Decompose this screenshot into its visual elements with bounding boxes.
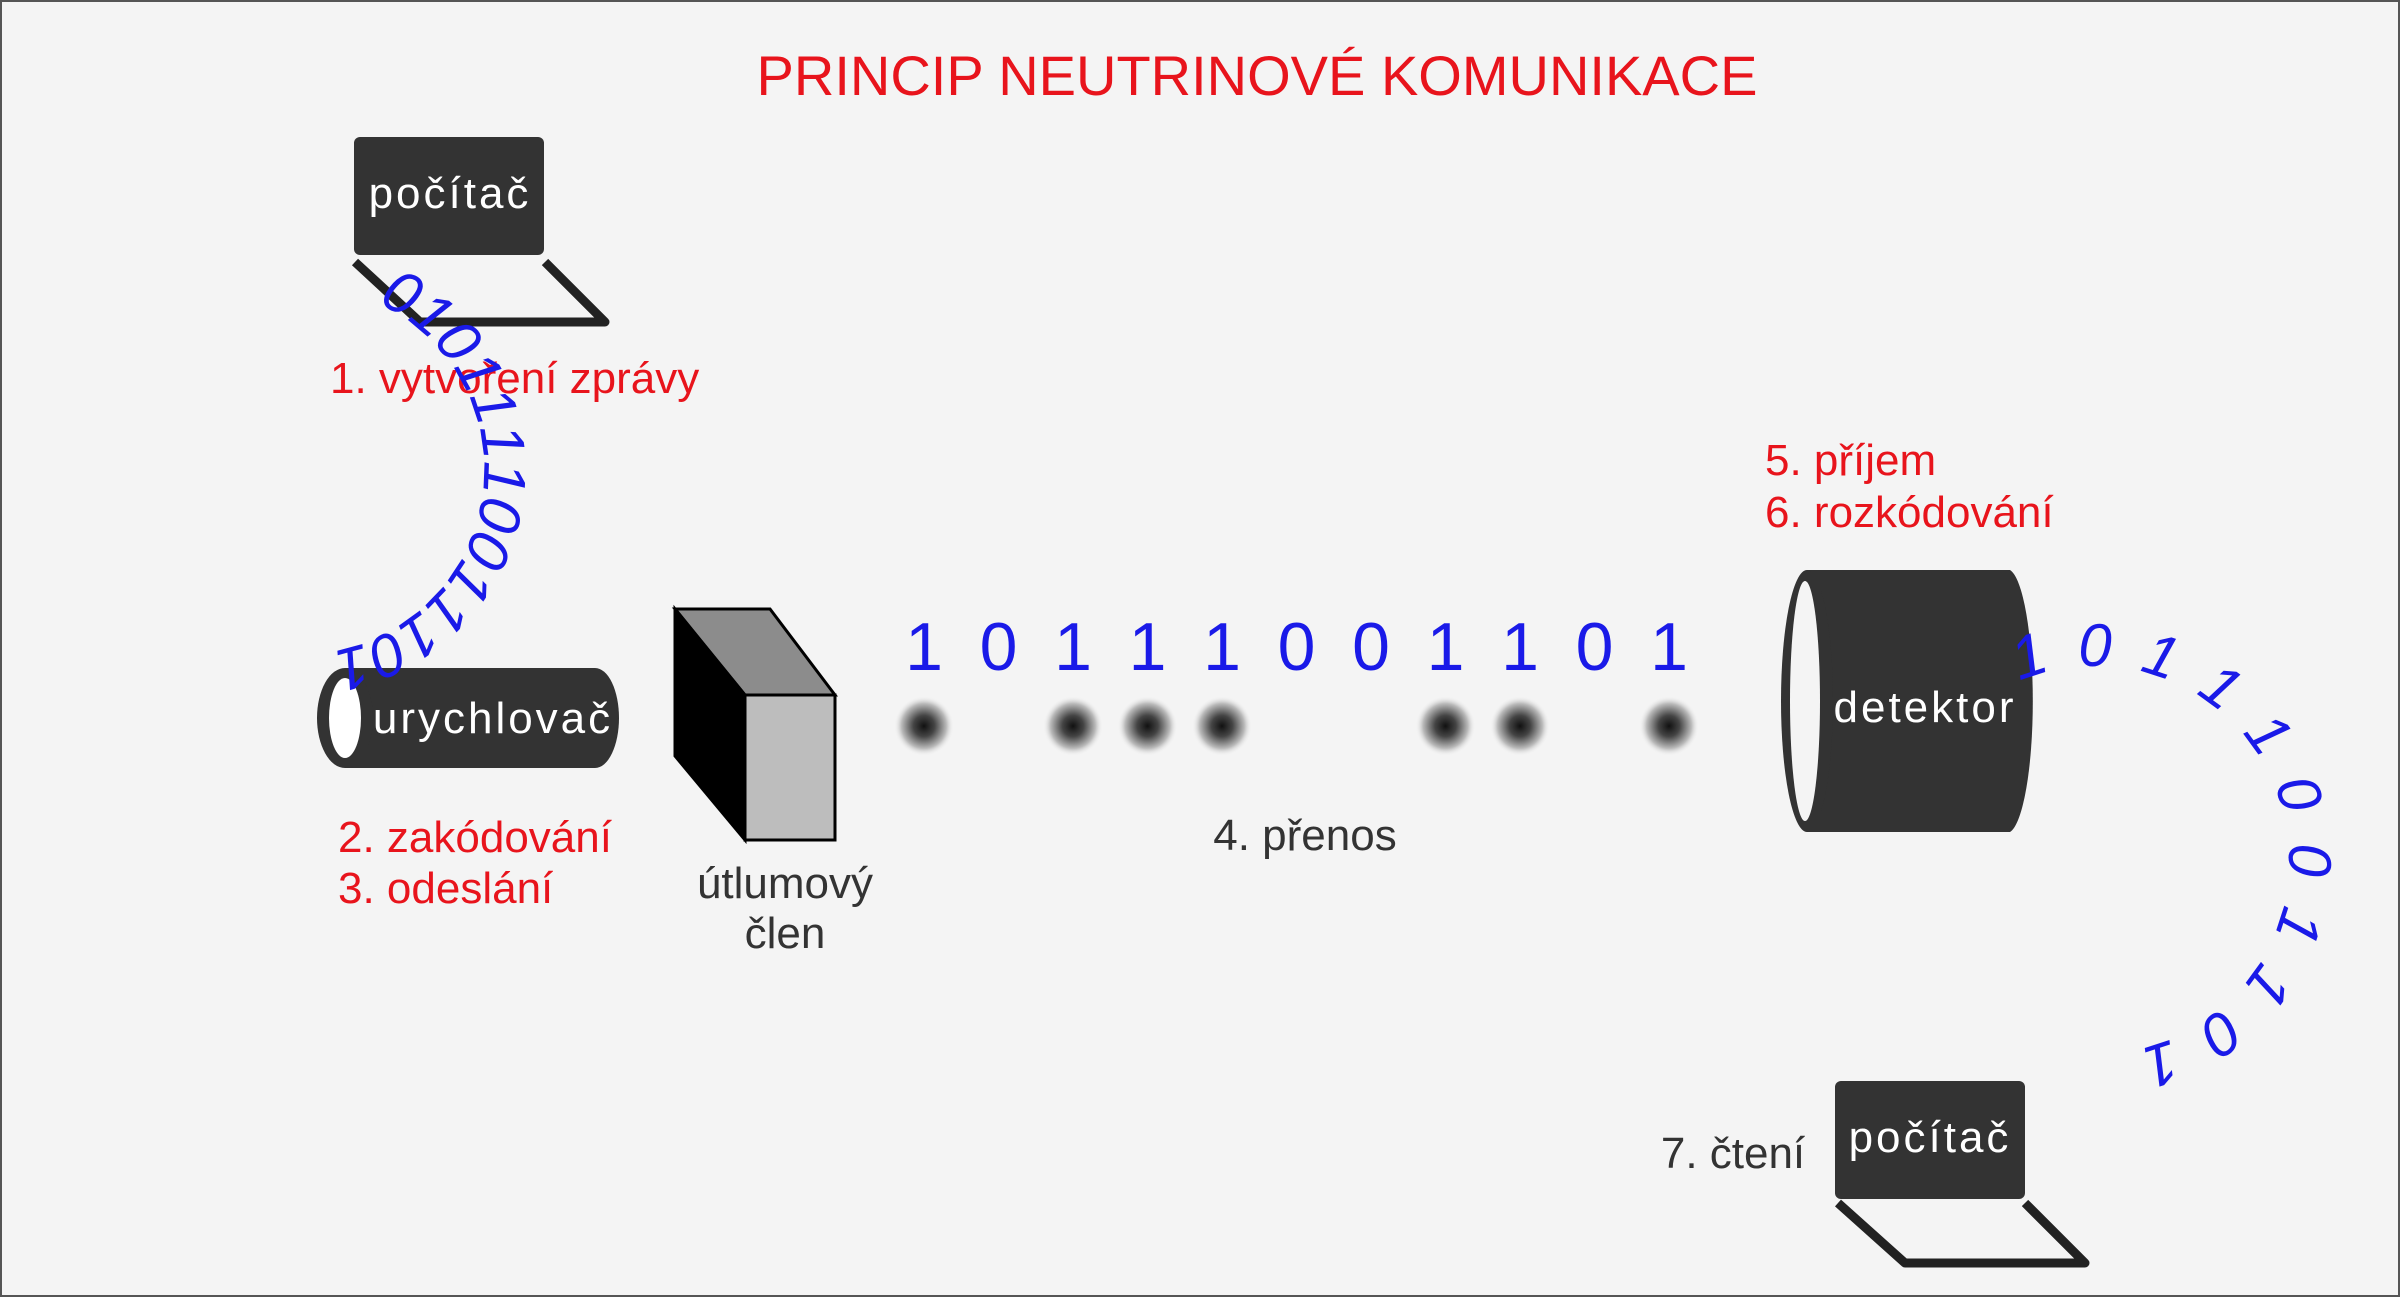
neutrino-particle-icon	[1192, 696, 1252, 756]
transmission-bit: 1	[1501, 609, 1539, 685]
transmission-bit: 0	[1278, 609, 1316, 685]
neutrino-particle-icon	[1415, 696, 1476, 756]
neutrino-particle-icon	[1490, 696, 1550, 756]
transmission-bit: 1	[1129, 609, 1167, 685]
neutrino-beam	[894, 696, 1699, 756]
step-1-label: 1. vytvoření zprávy	[330, 354, 699, 403]
neutrino-particle-icon	[1117, 696, 1178, 756]
neutrino-particle-icon	[1639, 696, 1699, 756]
attenuator-block-icon	[671, 604, 839, 845]
transmission-bit: 1	[1203, 609, 1241, 685]
neutrino-particle-icon	[1043, 696, 1103, 756]
detector-label: detektor	[1834, 683, 2017, 732]
arc-bit: 0	[2262, 767, 2336, 819]
transmission-bit: 1	[1054, 609, 1092, 685]
transmission-bit: 1	[1650, 609, 1688, 685]
neutrino-particle-icon	[894, 696, 954, 756]
step-7-label: 7. čtení	[1661, 1129, 1806, 1178]
arc-bit: 1	[2232, 701, 2306, 767]
arc-bit: 1	[470, 460, 538, 496]
transmission-bit: 0	[1352, 609, 1390, 685]
transmission-bit: 1	[1427, 609, 1465, 685]
accelerator-label: urychlovač	[373, 694, 613, 743]
diagram-title: PRINCIP NEUTRINOVÉ KOMUNIKACE	[757, 44, 1758, 107]
arc-bit: 1	[2188, 649, 2254, 723]
transmission-bit: 0	[980, 609, 1018, 685]
step-2-label: 2. zakódování	[338, 813, 613, 862]
laptop-icon-top: počítač	[351, 137, 610, 327]
arc-bit: 0	[2188, 997, 2254, 1071]
attenuator-label-line1: útlumový	[697, 859, 873, 908]
transmission-bit: 0	[1576, 609, 1614, 685]
arc-bit: 1	[2232, 953, 2306, 1019]
computer-top-label: počítač	[369, 169, 532, 218]
step-3-label: 3. odeslání	[338, 864, 554, 913]
accelerator-tube-icon: urychlovač	[317, 668, 619, 768]
step-5-label: 5. příjem	[1765, 436, 1936, 485]
attenuator-label-line2: člen	[745, 909, 826, 958]
step-4-label: 4. přenos	[1213, 811, 1396, 860]
arc-bit: 1	[2262, 900, 2336, 952]
step-6-label: 6. rozkódování	[1765, 488, 2054, 537]
arc-bit: 1	[2135, 1027, 2187, 1101]
arc-bit: 0	[2276, 843, 2343, 876]
detector-cylinder-icon: detektor	[1781, 570, 2033, 832]
transmission-bit: 1	[905, 609, 943, 685]
computer-bottom-label: počítač	[1849, 1113, 2012, 1162]
laptop-icon-bottom: počítač	[1834, 1081, 2090, 1268]
arc-bit: 1	[2135, 619, 2187, 693]
arc-bit: 0	[2078, 612, 2111, 679]
